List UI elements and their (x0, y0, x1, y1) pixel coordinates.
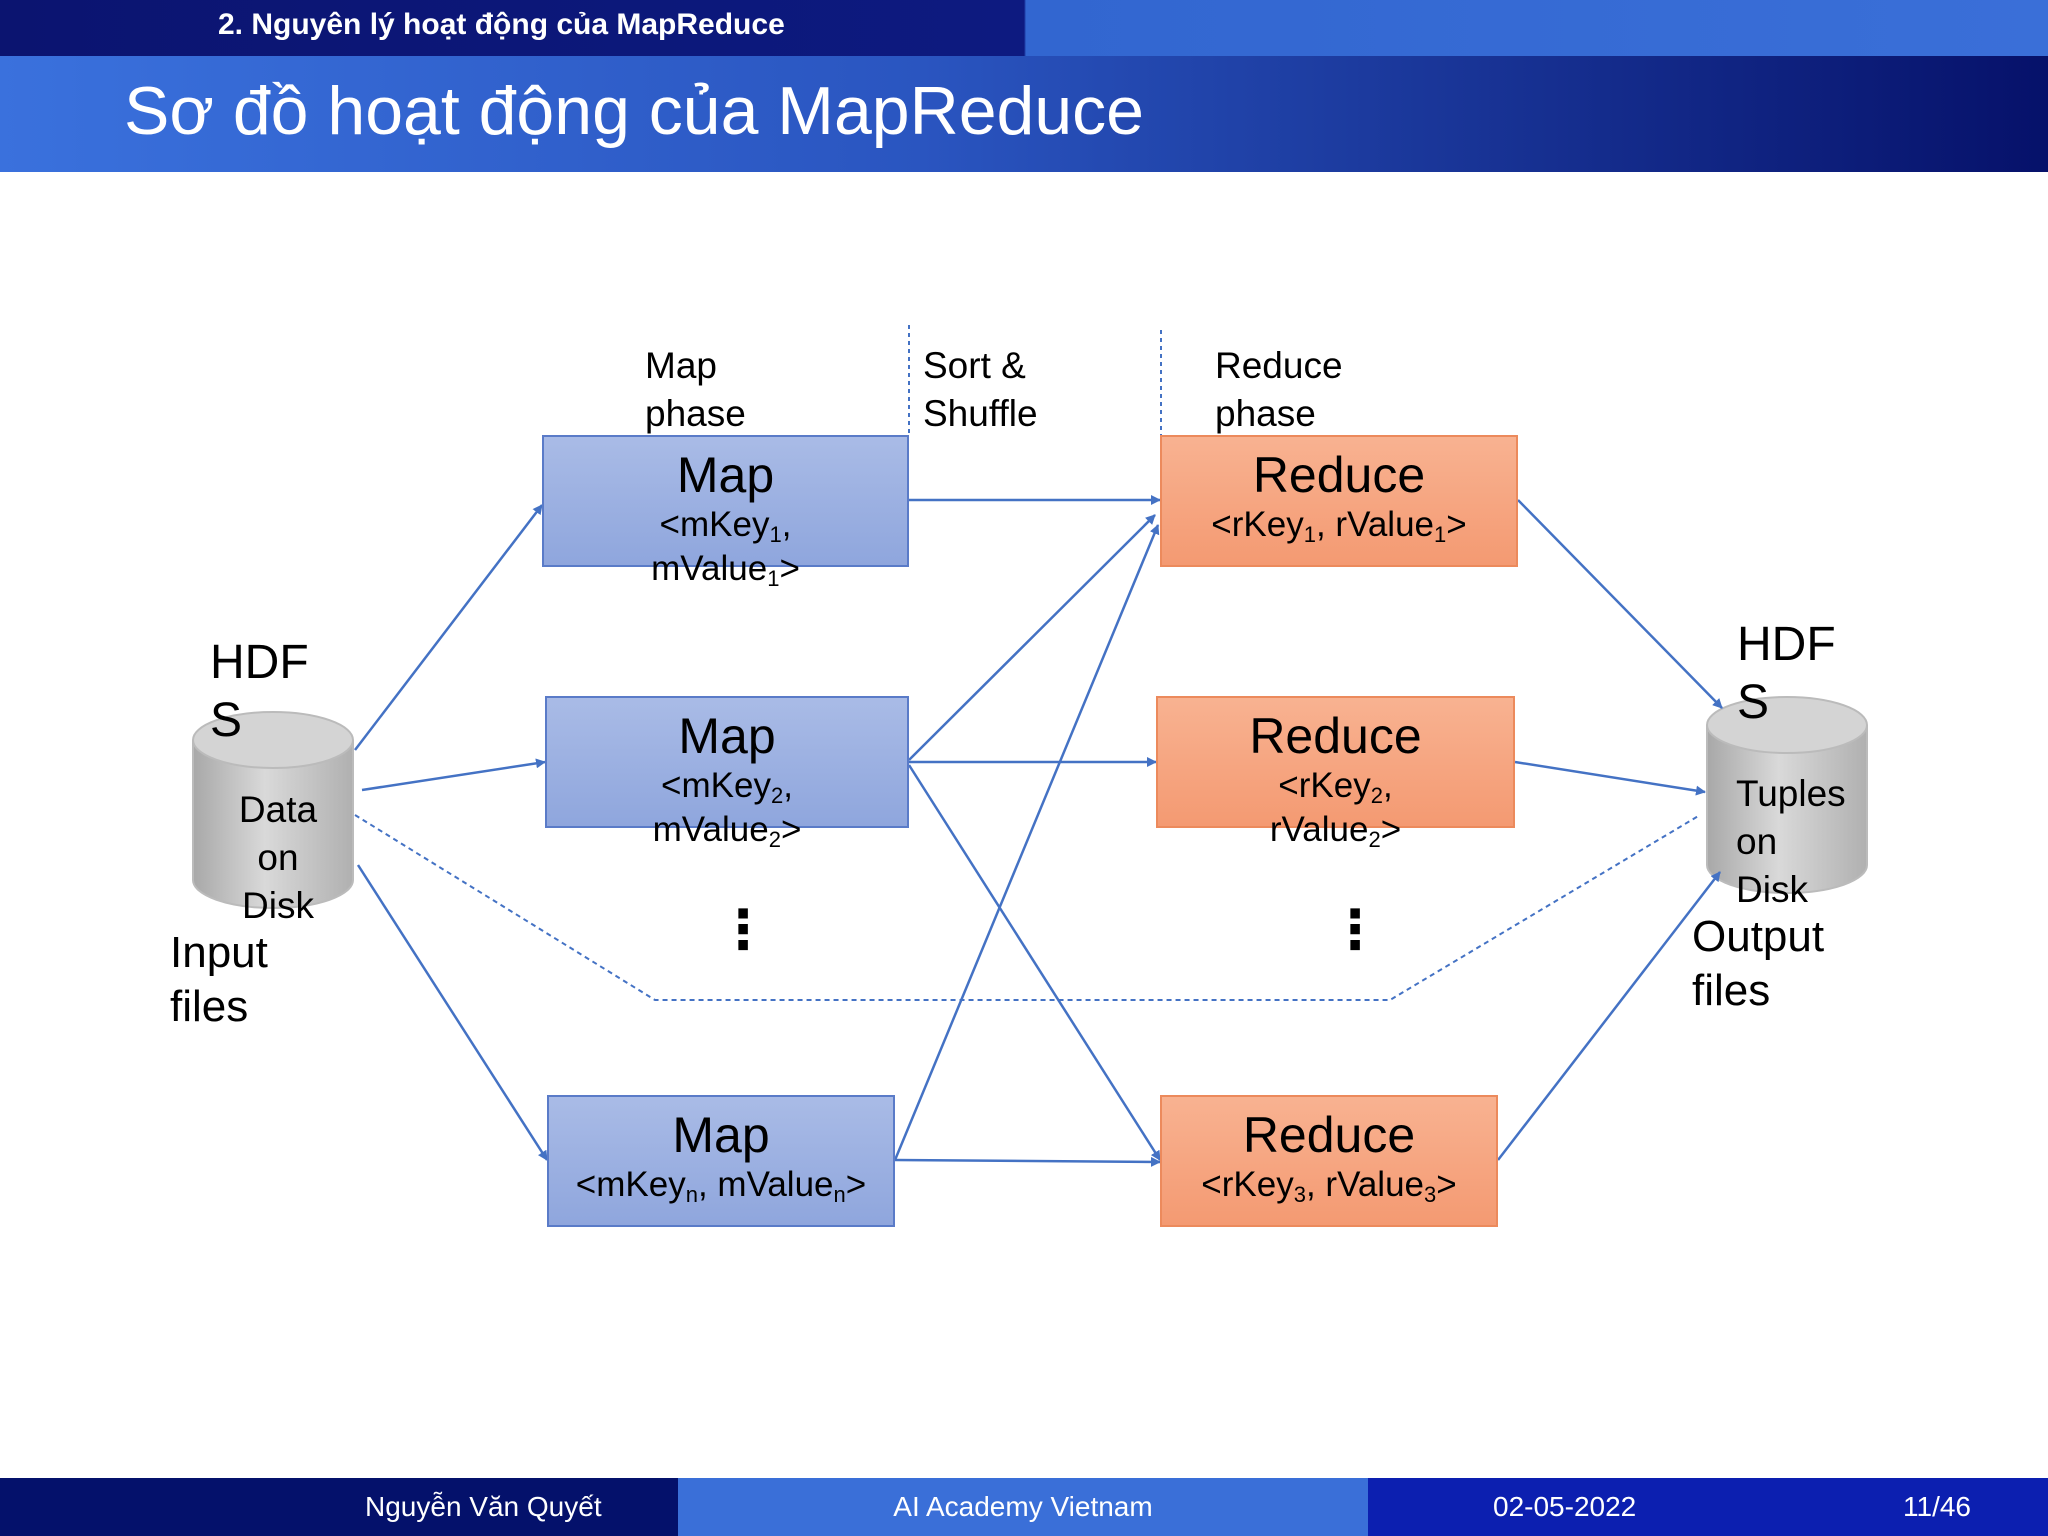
arrow-reduce2-output (1514, 760, 1706, 796)
map-task-2: Map <mKey2, mValue2> (545, 696, 909, 851)
footer-date: 02-05-2022 (1493, 1491, 1637, 1522)
map-title: Map (676, 447, 775, 503)
reduce-kv: <rKey3, rValue3> (1201, 1165, 1457, 1207)
footer-date-segment: 02-05-2022 11/46 (1368, 1478, 2048, 1536)
diagram-canvas (192, 325, 1868, 1167)
arrow-input-mapn (356, 864, 549, 1161)
map-title: Map (678, 708, 776, 764)
map-task-n: Map <mKeyn, mValuen> (547, 1095, 895, 1227)
map-kv: <mKey1, mValue1> (651, 505, 800, 591)
reduce-task-2: Reduce <rKey2, rValue2> (1156, 696, 1515, 851)
reduce-ellipsis: ⋮ (1328, 900, 1382, 960)
map-ellipsis: ⋮ (716, 900, 770, 960)
section-title: 2. Nguyên lý hoạt động của MapReduce (218, 8, 785, 41)
arrow-mapn-reduce1 (893, 524, 1160, 1161)
input-disk-icon (192, 711, 354, 909)
reduce-task-3: Reduce <rKey3, rValue3> (1160, 1095, 1498, 1227)
title-bar: Sơ đồ hoạt động của MapReduce (0, 56, 2048, 172)
reduce-kv: <rKey2, rValue2> (1269, 766, 1402, 852)
arrow-map2-reduce3 (907, 764, 1162, 1161)
section-bar: 2. Nguyên lý hoạt động của MapReduce (0, 0, 2048, 56)
arrow-input-map2 (361, 758, 546, 792)
map-task-1: Map <mKey1, mValue1> (542, 435, 909, 590)
footer-author-segment: Nguyễn Văn Quyết (0, 1478, 678, 1536)
arrow-reduce3-output (1497, 871, 1721, 1161)
slide-title: Sơ đồ hoạt động của MapReduce (124, 73, 1144, 149)
reduce-title: Reduce (1249, 708, 1422, 764)
sort-shuffle-label: Sort &Shuffle (923, 345, 1038, 434)
arrow-map2-reduce1 (908, 514, 1156, 761)
reduce-title: Reduce (1252, 447, 1426, 503)
page-number: 11/46 (1903, 1491, 1971, 1522)
reduce-kv: <rKey1, rValue1> (1211, 505, 1467, 547)
map-title: Map (672, 1107, 770, 1163)
map-kv: <mKey2, mValue2> (652, 766, 802, 852)
footer-author: Nguyễn Văn Quyết (365, 1491, 602, 1522)
reduce-title: Reduce (1242, 1107, 1416, 1163)
map-kv: <mKeyn, mValuen> (575, 1165, 867, 1207)
footer-organization: AI Academy Vietnam (678, 1478, 1368, 1536)
arrow-mapn-reduce3 (894, 1156, 1161, 1167)
reduce-task-1: Reduce <rKey1, rValue1> (1160, 435, 1518, 567)
output-disk-icon (1706, 696, 1868, 894)
footer: Nguyễn Văn Quyết AI Academy Vietnam 02-0… (0, 1478, 2048, 1536)
arrow-input-map1 (354, 504, 543, 751)
arrow-reduce1-output (1517, 499, 1723, 709)
